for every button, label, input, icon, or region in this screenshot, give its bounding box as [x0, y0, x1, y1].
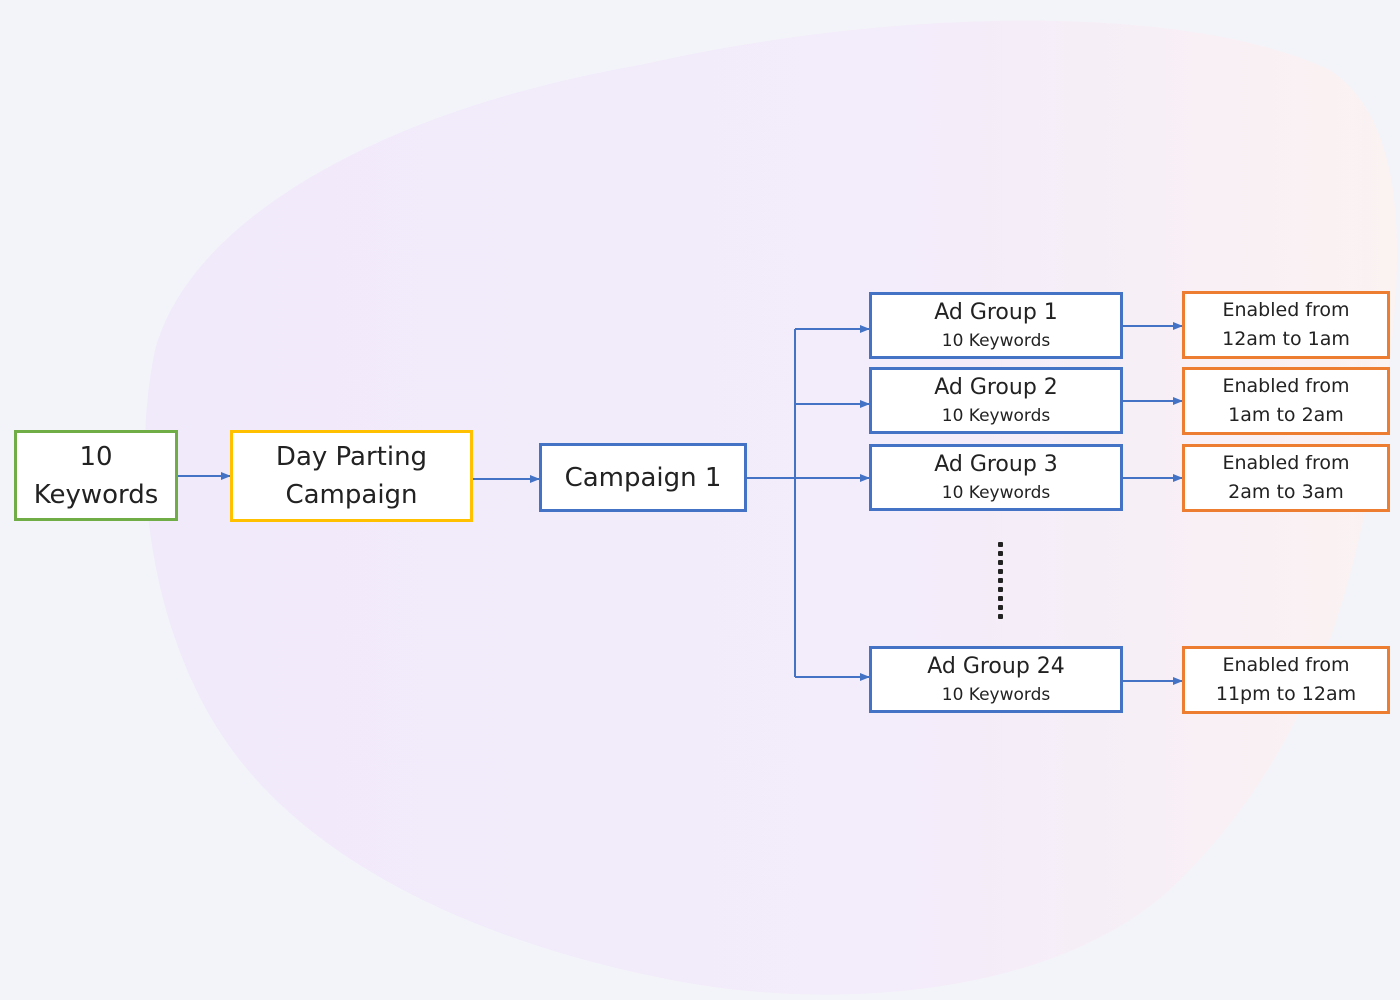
schedule-24-line1: Enabled from [1222, 654, 1350, 676]
ellipsis-dot [998, 569, 1003, 574]
ellipsis-dot [998, 587, 1003, 592]
schedule-box-3: Enabled from 2am to 3am [1182, 444, 1390, 512]
ad-group-2-keywords: 10 Keywords [941, 405, 1051, 426]
day-parting-line1: Day Parting [275, 442, 428, 472]
day-parting-campaign-box: Day Parting Campaign [230, 430, 473, 522]
ellipsis-dot [998, 605, 1003, 610]
ad-group-3-keywords: 10 Keywords [941, 482, 1051, 503]
schedule-2-line2: 1am to 2am [1228, 404, 1344, 426]
ad-group-1-keywords: 10 Keywords [941, 330, 1051, 351]
ad-group-24-box: Ad Group 24 10 Keywords [869, 646, 1123, 713]
schedule-24-line2: 11pm to 12am [1215, 683, 1357, 705]
day-parting-line2: Campaign [285, 480, 418, 510]
schedule-box-1: Enabled from 12am to 1am [1182, 291, 1390, 359]
ellipsis-dot [998, 551, 1003, 556]
ad-group-24-title: Ad Group 24 [927, 653, 1065, 679]
ad-group-3-box: Ad Group 3 10 Keywords [869, 444, 1123, 511]
ad-group-2-title: Ad Group 2 [934, 374, 1058, 400]
keywords-source-line2: Keywords [33, 479, 159, 510]
ad-group-1-title: Ad Group 1 [934, 299, 1058, 325]
ellipsis-dot [998, 614, 1003, 619]
ellipsis-dot [998, 578, 1003, 583]
ad-group-24-keywords: 10 Keywords [941, 684, 1051, 705]
ad-group-3-title: Ad Group 3 [934, 451, 1058, 477]
schedule-box-24: Enabled from 11pm to 12am [1182, 646, 1390, 714]
schedule-1-line2: 12am to 1am [1222, 328, 1350, 350]
ad-group-2-box: Ad Group 2 10 Keywords [869, 367, 1123, 434]
ellipsis-dot [998, 596, 1003, 601]
ellipsis-dot [998, 560, 1003, 565]
keywords-source-line1: 10 [79, 441, 113, 472]
schedule-box-2: Enabled from 1am to 2am [1182, 367, 1390, 435]
ellipsis-dot [998, 542, 1003, 547]
campaign-1-label: Campaign 1 [564, 462, 722, 493]
schedule-3-line2: 2am to 3am [1228, 481, 1344, 503]
schedule-1-line1: Enabled from [1222, 299, 1350, 321]
keywords-source-box: 10 Keywords [14, 430, 178, 521]
schedule-3-line1: Enabled from [1222, 452, 1350, 474]
schedule-2-line1: Enabled from [1222, 375, 1350, 397]
campaign-1-box: Campaign 1 [539, 443, 747, 512]
ad-group-1-box: Ad Group 1 10 Keywords [869, 292, 1123, 359]
